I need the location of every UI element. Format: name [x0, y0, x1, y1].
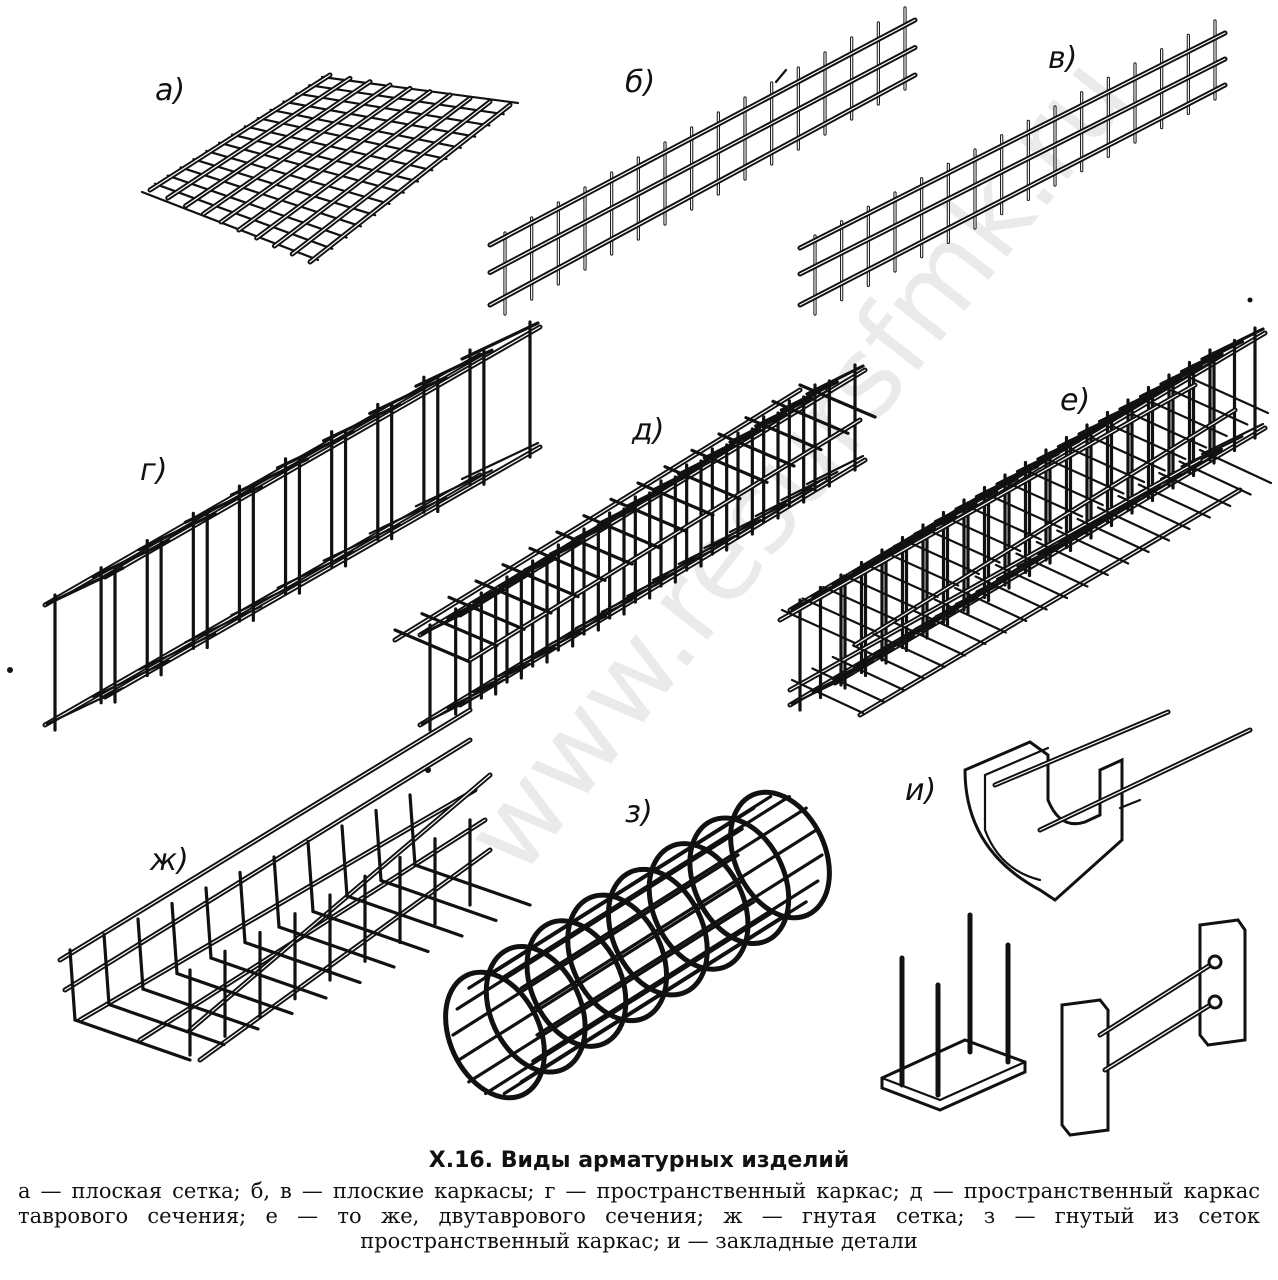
embedded-parts-drawing: и) [880, 709, 1253, 1137]
embedded-channel-part [963, 709, 1253, 902]
bent-mesh-drawing: ж) [57, 707, 532, 1063]
label-e: е) [1060, 383, 1090, 418]
label-z: з) [625, 795, 653, 830]
embedded-plate-with-anchors [880, 912, 1027, 1112]
cylindrical-cage-drawing: з) [443, 789, 832, 1101]
label-b: б) [625, 65, 655, 100]
print-specks [7, 68, 1253, 773]
label-a: а) [155, 73, 185, 108]
i-section-frame-drawing: е) [777, 326, 1273, 718]
figure-caption: X.16. Виды арматурных изделий а — плоска… [0, 1148, 1278, 1254]
caption-body: а — плоская сетка; б, в — плоские каркас… [18, 1179, 1260, 1253]
label-zh: ж) [149, 843, 189, 878]
label-i: и) [905, 773, 936, 808]
label-v: в) [1048, 41, 1077, 76]
caption-title: X.16. Виды арматурных изделий [428, 1148, 850, 1173]
t-section-frame-drawing: д) [392, 363, 877, 732]
reinforcement-figure: www.resursfmk.ru а) б) в) г) д) е) ж) з) [7, 6, 1273, 1137]
label-d: д) [631, 413, 664, 448]
embedded-twin-plates [1060, 918, 1247, 1137]
flat-mesh-drawing: а) [140, 72, 520, 265]
spatial-frame-drawing: г) [42, 320, 543, 732]
flat-frame-b-drawing: б) [487, 6, 918, 316]
label-g: г) [140, 453, 167, 488]
flat-frame-v-drawing: в) [797, 19, 1228, 316]
